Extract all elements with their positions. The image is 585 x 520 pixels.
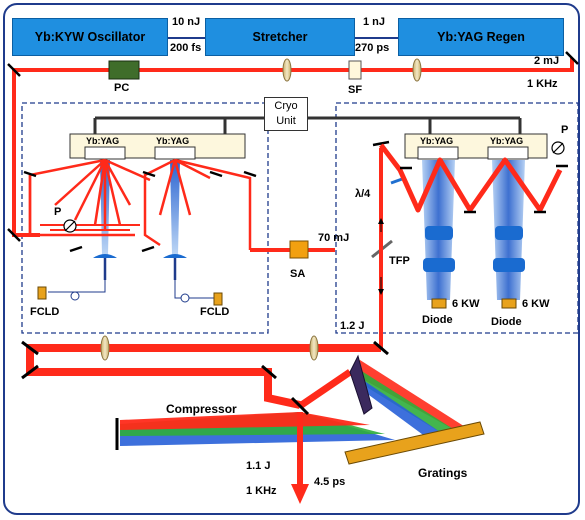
diode-power-label-a: 6 KW — [452, 298, 480, 310]
sa-label: SA — [290, 268, 306, 280]
spectral-green — [352, 370, 458, 436]
fcld-label-1: FCLD — [30, 306, 60, 318]
mirror-amp1-d — [243, 170, 257, 178]
fiber-coil-1a — [70, 291, 80, 301]
polarizer-label-1: P — [54, 206, 62, 218]
beam-to-grating1 — [298, 369, 352, 409]
lens-regen-1 — [282, 58, 292, 82]
mirror-amp2-top — [372, 140, 390, 147]
crystal-label-2b: Yb:YAG — [490, 136, 524, 146]
lens-relay-1 — [100, 335, 110, 361]
str-duration-label: 270 ps — [355, 42, 390, 54]
mirror-amp2-out — [373, 340, 389, 356]
crystal-2b — [487, 146, 529, 160]
mirror-amp1-c — [209, 170, 223, 178]
regen-rate-label: 1 KHz — [527, 78, 558, 90]
outer-frame — [3, 3, 580, 515]
fcld-label-2: FCLD — [200, 306, 230, 318]
mirror-return-b — [21, 364, 39, 380]
pump-lens-2a-bottom — [423, 258, 455, 272]
spectral-blue — [354, 378, 446, 440]
grating-1 — [349, 354, 373, 415]
regen-energy-label: 2 mJ — [534, 55, 560, 67]
crystal-label-1a: Yb:YAG — [86, 136, 120, 146]
pump-lens-1b — [163, 254, 187, 258]
crystal-label-2a: Yb:YAG — [420, 136, 454, 146]
output-rate-label: 1 KHz — [246, 485, 277, 497]
diode-power-label-b: 6 KW — [522, 298, 550, 310]
mirror-compressor-in — [261, 364, 277, 380]
sf-label: SF — [348, 84, 363, 96]
polarizer-label-2: P — [561, 124, 569, 136]
energy-70mj-label: 70 mJ — [318, 232, 350, 244]
cryo-unit-box: Cryo Unit — [264, 97, 308, 131]
osc-duration-label: 200 fs — [170, 42, 202, 54]
output-duration-label: 4.5 ps — [314, 476, 346, 488]
str-energy-label: 1 nJ — [363, 16, 386, 28]
pump-beam-1b — [170, 160, 180, 255]
osc-energy-label: 10 nJ — [172, 16, 201, 28]
lens-regen-2 — [412, 58, 422, 82]
crystal-label-1b: Yb:YAG — [156, 136, 190, 146]
tfp-label: TFP — [389, 255, 410, 267]
diode-label-a: Diode — [422, 314, 453, 326]
crystal-1a — [84, 146, 126, 160]
pump-lens-2a-top — [425, 226, 453, 240]
mirror-amp1-b — [142, 170, 156, 178]
first-amplifier-box — [21, 102, 269, 334]
regen-block: Yb:YAG Regen — [398, 18, 564, 56]
compressor-label: Compressor — [166, 402, 237, 416]
fiber-line-1b — [174, 280, 214, 299]
mirror-left-bottom — [7, 228, 21, 242]
diode-2a — [431, 298, 447, 309]
pump-lens-2b-bottom — [493, 258, 525, 272]
pump-lens-1a — [93, 254, 117, 258]
fcld-1 — [37, 286, 47, 300]
crystal-2a — [417, 146, 459, 160]
comp-red — [120, 412, 370, 430]
beam-amp2-zigzag — [379, 143, 563, 213]
gratings-label: Gratings — [418, 466, 468, 480]
cryo-line-1: Cryo — [274, 100, 298, 112]
beam-fan-1a — [28, 158, 151, 237]
fiber-line-1a — [48, 280, 106, 293]
fiber-coil-1b — [180, 293, 190, 303]
second-amplifier-box — [335, 102, 579, 334]
fcld-2 — [213, 292, 223, 306]
mirror-return-a — [21, 340, 39, 356]
spectral-red — [350, 360, 470, 432]
mirror-regen-out — [565, 51, 579, 65]
spatial-filter — [348, 60, 362, 80]
oscillator-block: Yb:KYW Oscillator — [12, 18, 168, 56]
arrow-down — [378, 289, 384, 295]
mirror-left-top — [7, 63, 21, 77]
saturable-absorber — [289, 240, 309, 259]
mirror-amp1-a — [23, 170, 37, 178]
diode-label-b: Diode — [491, 316, 522, 328]
beam-to-compressor — [26, 344, 381, 409]
cryo-line-2: Unit — [276, 115, 296, 127]
lens-relay-2 — [309, 335, 319, 361]
mirror-amp1-f — [141, 245, 155, 253]
beam-fan-1b — [143, 158, 252, 250]
quarter-wave-label: λ/4 — [355, 188, 371, 200]
output-arrowhead — [291, 484, 309, 504]
grating-2 — [344, 421, 485, 465]
pc-label: PC — [114, 82, 130, 94]
energy-1-2j-label: 1.2 J — [340, 320, 365, 332]
arrow-up — [378, 218, 384, 224]
output-energy-label: 1.1 J — [246, 460, 271, 472]
diode-2b — [501, 298, 517, 309]
pump-lens-2b-top — [495, 226, 523, 240]
stretcher-block: Stretcher — [205, 18, 355, 56]
compressor-pickoff-mirror — [290, 396, 310, 416]
pockels-cell — [108, 60, 140, 80]
mirror-amp1-e — [69, 245, 83, 253]
crystal-1b — [154, 146, 196, 160]
